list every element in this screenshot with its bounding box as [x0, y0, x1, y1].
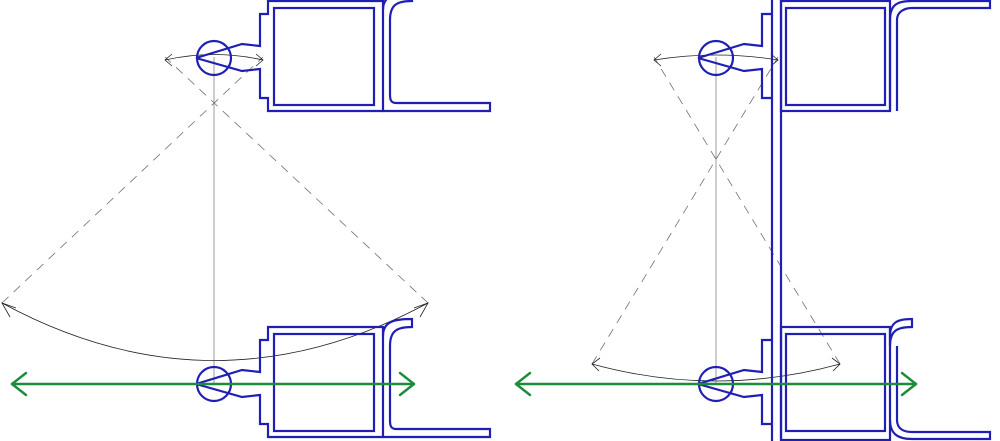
lower-arc-arrowhead-left	[591, 357, 601, 372]
upper-arc-arrowhead-left	[653, 53, 662, 67]
upper-hinge-profile	[194, 0, 492, 113]
dashed-guide-left	[591, 56, 779, 365]
lateral-motion-arrow	[514, 371, 918, 397]
lower-swing-arc	[1, 302, 429, 361]
lateral-motion-arrow	[10, 371, 416, 397]
upper-swing-arc	[164, 54, 264, 61]
lower-swing-arc	[591, 363, 841, 382]
upper-arc-arrowhead-right	[255, 53, 264, 67]
lower-hinge-profile	[697, 317, 992, 441]
lower-hinge-profile	[194, 317, 492, 439]
upper-arc-arrowhead-right	[770, 53, 779, 67]
swing-envelope	[1, 56, 429, 304]
lower-arc-arrowhead-right	[831, 357, 841, 372]
vertical-upright	[770, 0, 783, 441]
upper-arc-arrowhead-left	[164, 53, 173, 67]
swing-envelope	[591, 56, 841, 365]
dashed-guide-right	[164, 56, 429, 304]
upper-hinge-profile	[697, 0, 992, 113]
dashed-guide-right	[653, 56, 841, 365]
lower-arc-arrowhead-left	[1, 302, 17, 318]
left-panel	[1, 0, 492, 439]
lower-arc-arrowhead-right	[413, 302, 429, 318]
right-panel	[514, 0, 992, 441]
dashed-guide-left	[1, 56, 264, 304]
upper-swing-arc	[653, 54, 779, 61]
